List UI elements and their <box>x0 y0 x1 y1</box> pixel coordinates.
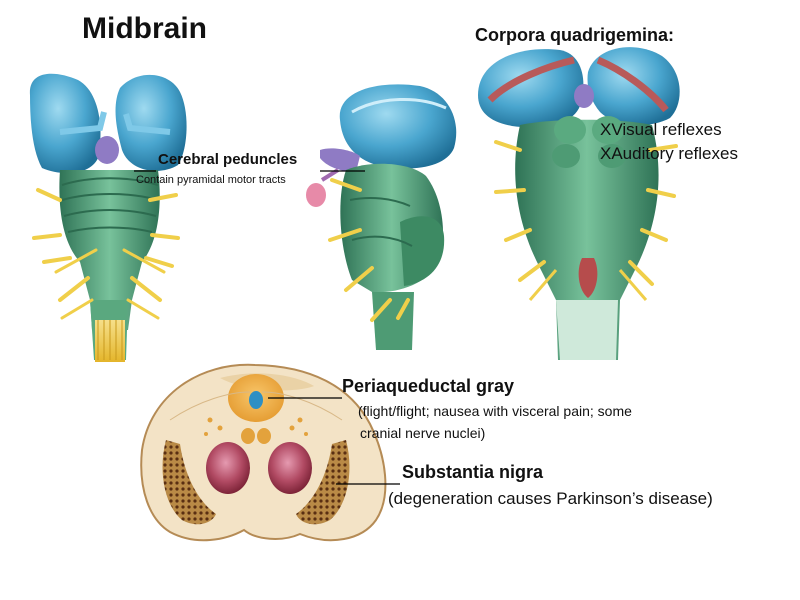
periaqueductal-gray-description-line1: (flight/flight; nausea with visceral pai… <box>358 403 632 419</box>
cerebral-peduncles-label: Cerebral peduncles <box>158 151 297 168</box>
substantia-nigra-description: (degeneration causes Parkinson’s disease… <box>388 489 713 509</box>
periaqueductal-gray-label: Periaqueductal gray <box>342 376 514 397</box>
brainstem-lateral-view <box>306 84 456 350</box>
brainstem-ventral-view <box>30 74 187 362</box>
auditory-reflexes-item: XAuditory reflexes <box>600 144 738 164</box>
periaqueductal-gray-description-line2: cranial nerve nuclei) <box>360 425 485 441</box>
substantia-nigra-label: Substantia nigra <box>402 462 543 483</box>
brainstem-dorsal-view <box>478 47 680 360</box>
page-title: Midbrain <box>82 12 207 46</box>
red-nucleus-left <box>206 442 250 494</box>
cerebral-peduncles-description: Contain pyramidal motor tracts <box>136 174 286 186</box>
red-nucleus-right <box>268 442 312 494</box>
corpora-quadrigemina-title: Corpora quadrigemina: <box>475 25 674 46</box>
visual-reflexes-item: XVisual reflexes <box>600 120 722 140</box>
